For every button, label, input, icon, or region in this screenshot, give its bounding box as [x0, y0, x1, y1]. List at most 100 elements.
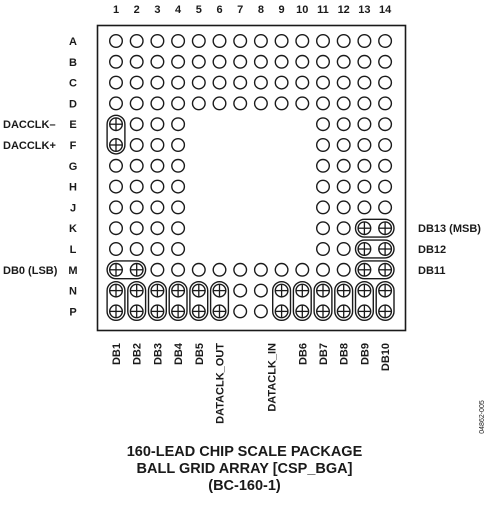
- ball: [316, 54, 331, 69]
- caption-line-2: BALL GRID ARRAY [CSP_BGA]: [136, 461, 353, 477]
- ball: [150, 75, 165, 90]
- ball: [191, 54, 206, 69]
- ball: [129, 179, 144, 194]
- ball: [336, 137, 351, 152]
- signal-label: DB5: [194, 343, 206, 365]
- ball: [295, 75, 310, 90]
- ball: [108, 241, 123, 256]
- column-label: 3: [154, 4, 160, 16]
- ball: [357, 137, 372, 152]
- ball: [171, 54, 186, 69]
- ball: [150, 200, 165, 215]
- differential-pair-outline: [189, 281, 209, 322]
- ball: [171, 200, 186, 215]
- differential-pair-outline: [106, 281, 126, 322]
- ball: [357, 200, 372, 215]
- signal-label: DB12: [418, 244, 446, 256]
- ball: [150, 96, 165, 111]
- ball: [295, 34, 310, 49]
- column-label: 11: [317, 4, 329, 16]
- signal-label: DB2: [132, 343, 144, 365]
- signal-label: DB13 (MSB): [418, 223, 481, 235]
- ball: [378, 96, 393, 111]
- ball: [129, 137, 144, 152]
- column-label: 14: [379, 4, 392, 16]
- ball: [253, 304, 268, 319]
- ball: [316, 96, 331, 111]
- ball: [129, 200, 144, 215]
- differential-pair-outline: [209, 281, 230, 322]
- ball: [336, 241, 351, 256]
- row-label: M: [68, 265, 77, 277]
- ball: [357, 96, 372, 111]
- ball: [171, 158, 186, 173]
- ball: [212, 54, 227, 69]
- column-label: 2: [134, 4, 140, 16]
- ball: [129, 54, 144, 69]
- ball: [108, 96, 123, 111]
- ball: [108, 75, 123, 90]
- ball: [378, 34, 393, 49]
- ball: [191, 75, 206, 90]
- signal-label: DATACLK_IN: [266, 343, 278, 412]
- ball: [150, 221, 165, 236]
- column-label: 9: [279, 4, 285, 16]
- ball: [233, 304, 248, 319]
- ball: [336, 158, 351, 173]
- ball: [150, 158, 165, 173]
- differential-pair-outline: [334, 281, 354, 322]
- ball: [378, 200, 393, 215]
- ball: [316, 221, 331, 236]
- ball: [171, 96, 186, 111]
- differential-pair-outline: [272, 281, 292, 322]
- signal-label: DB1: [111, 343, 123, 365]
- ball: [316, 75, 331, 90]
- row-label: H: [69, 182, 77, 194]
- ball: [336, 117, 351, 132]
- column-label: 4: [175, 4, 182, 16]
- ball: [150, 54, 165, 69]
- ball: [108, 54, 123, 69]
- ball: [316, 200, 331, 215]
- ball: [357, 117, 372, 132]
- ball: [357, 158, 372, 173]
- signal-label: DB7: [318, 343, 330, 365]
- ball: [336, 34, 351, 49]
- signal-label: DACCLK–: [3, 119, 56, 131]
- ball: [357, 75, 372, 90]
- ball: [171, 137, 186, 152]
- ball: [378, 54, 393, 69]
- ball: [108, 179, 123, 194]
- ball: [378, 75, 393, 90]
- row-label: F: [70, 140, 77, 152]
- differential-pair-outline: [354, 260, 395, 280]
- ball: [129, 158, 144, 173]
- ball: [253, 54, 268, 69]
- row-label: K: [69, 223, 77, 235]
- ball: [212, 34, 227, 49]
- signal-label: DATACLK_OUT: [215, 343, 227, 424]
- ball: [129, 241, 144, 256]
- ball: [295, 54, 310, 69]
- ball: [378, 158, 393, 173]
- ball: [191, 96, 206, 111]
- row-label: B: [69, 57, 77, 69]
- row-label: G: [69, 161, 78, 173]
- row-label: A: [69, 36, 77, 48]
- ball: [233, 75, 248, 90]
- left-signal-labels: DACCLK–DACCLK+DB0 (LSB): [3, 119, 58, 277]
- ball: [150, 137, 165, 152]
- row-label: D: [69, 98, 77, 110]
- signal-label: DB6: [297, 343, 309, 365]
- package-outline: [96, 24, 407, 332]
- figure-id: 04862-005: [479, 400, 486, 434]
- row-label: C: [69, 78, 77, 90]
- ball: [253, 34, 268, 49]
- ball: [378, 137, 393, 152]
- ball: [295, 96, 310, 111]
- ball: [357, 34, 372, 49]
